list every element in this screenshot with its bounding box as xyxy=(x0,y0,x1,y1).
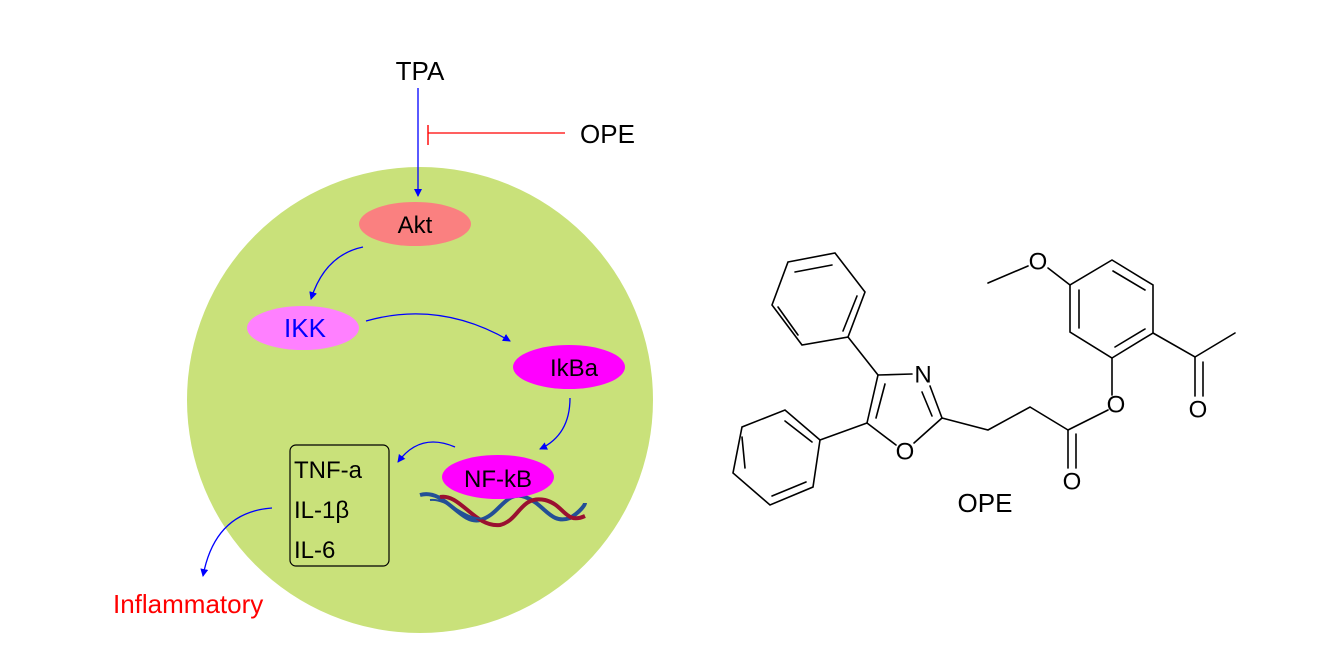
akt-label: Akt xyxy=(398,212,433,239)
cytokine-box xyxy=(289,444,390,567)
tpa-label: TPA xyxy=(396,56,445,86)
akt-node xyxy=(359,202,471,246)
ope-molecule-label: OPE xyxy=(958,488,1013,518)
cytokine-inflammatory-arrow xyxy=(200,507,273,577)
ikk-label: IKK xyxy=(284,313,327,343)
atom-o-ester: O xyxy=(1107,392,1126,419)
inflammatory-label: Inflammatory xyxy=(113,589,263,619)
nfkb-label: NF-kB xyxy=(464,466,532,493)
akt-ikk-arrow xyxy=(309,246,364,300)
cytokine-il6: IL-6 xyxy=(294,537,335,564)
ope-structure: N O O O O O xyxy=(732,249,1236,506)
ope-inhibitor-label: OPE xyxy=(580,119,635,149)
ikba-nfkb-arrow xyxy=(539,397,571,450)
cytokine-tnf: TNF-a xyxy=(294,457,363,484)
ikba-node xyxy=(513,345,625,389)
atom-o-ring: O xyxy=(896,439,915,466)
nfkb-cytokine-arrow xyxy=(397,441,456,463)
nfkb-node xyxy=(442,455,554,499)
atom-o-carbonyl: O xyxy=(1063,469,1082,496)
ikba-label: IkBa xyxy=(550,355,599,382)
atom-o-methoxy: O xyxy=(1029,249,1048,276)
cell xyxy=(187,167,653,633)
atom-n: N xyxy=(914,362,931,389)
ikk-ikba-arrow xyxy=(365,313,511,342)
atom-o-acetyl: O xyxy=(1189,397,1208,424)
ikk-node xyxy=(247,306,359,350)
cytokine-il1b: IL-1β xyxy=(294,497,349,524)
pathway-arrows xyxy=(200,246,571,577)
